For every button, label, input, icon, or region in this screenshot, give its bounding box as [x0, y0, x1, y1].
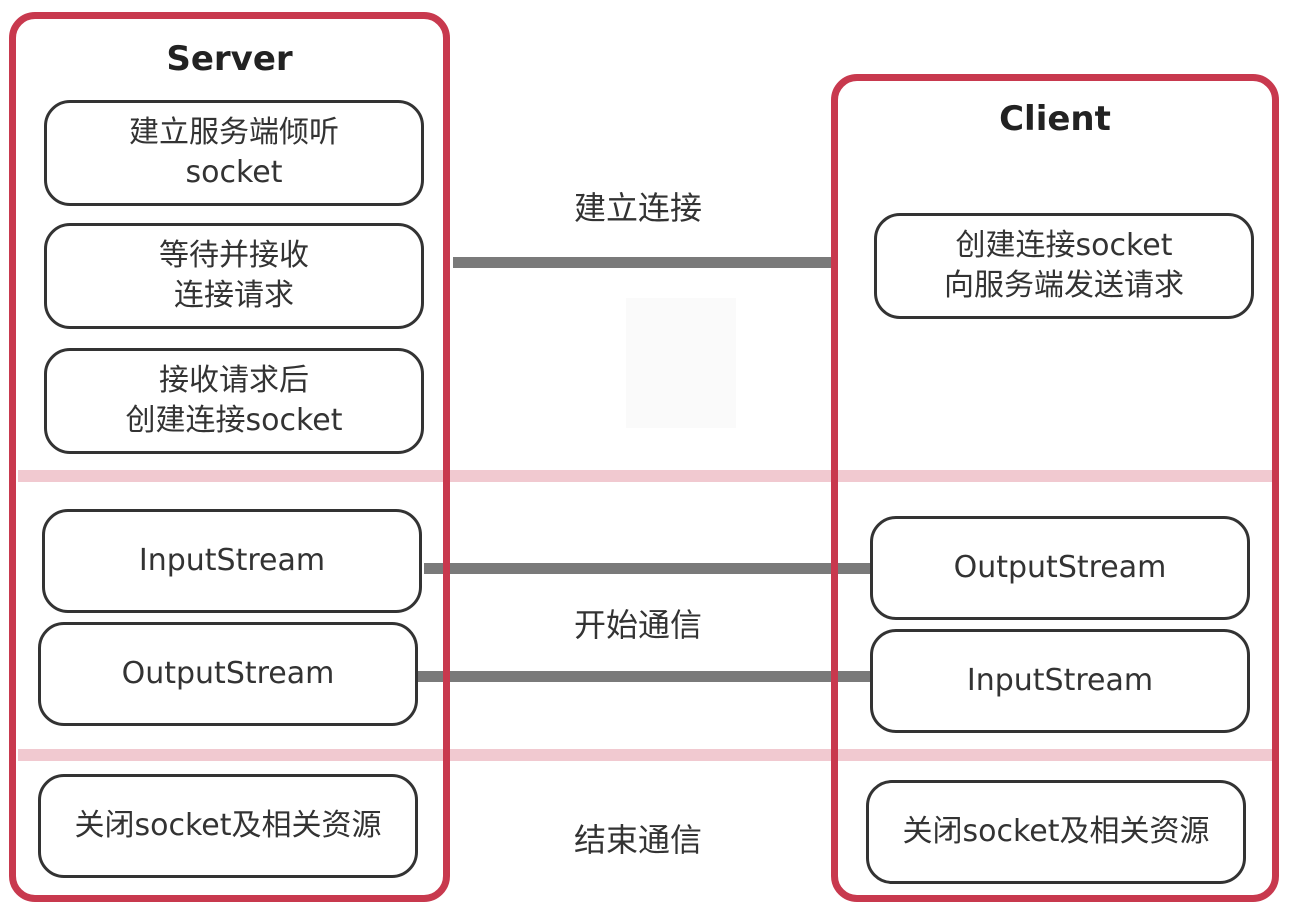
server-step-wait-request: 等待并接收 连接请求	[44, 223, 424, 329]
server-step-listen-socket: 建立服务端倾听 socket	[44, 100, 424, 206]
server-close-resources: 关闭socket及相关资源	[38, 774, 418, 878]
phase-label-connect: 建立连接	[573, 189, 702, 227]
output-input-line	[418, 671, 870, 682]
client-close-resources: 关闭socket及相关资源	[866, 780, 1246, 884]
phase-divider-2	[18, 749, 1272, 761]
server-panel: Server	[9, 12, 450, 902]
phase-label-communicate: 开始通信	[573, 606, 702, 644]
server-inputstream: InputStream	[42, 509, 422, 613]
client-title: Client	[999, 99, 1111, 139]
connection-line	[453, 257, 836, 268]
client-step-connect-request: 创建连接socket 向服务端发送请求	[874, 213, 1254, 319]
phase-label-end: 结束通信	[573, 821, 702, 859]
server-title: Server	[166, 39, 293, 79]
input-output-line	[424, 563, 872, 574]
client-panel: Client	[831, 74, 1279, 902]
server-step-create-socket: 接收请求后 创建连接socket	[44, 348, 424, 454]
background-mark	[626, 298, 736, 428]
client-outputstream: OutputStream	[870, 516, 1250, 620]
server-outputstream: OutputStream	[38, 622, 418, 726]
phase-divider-1	[18, 470, 1272, 482]
client-inputstream: InputStream	[870, 629, 1250, 733]
